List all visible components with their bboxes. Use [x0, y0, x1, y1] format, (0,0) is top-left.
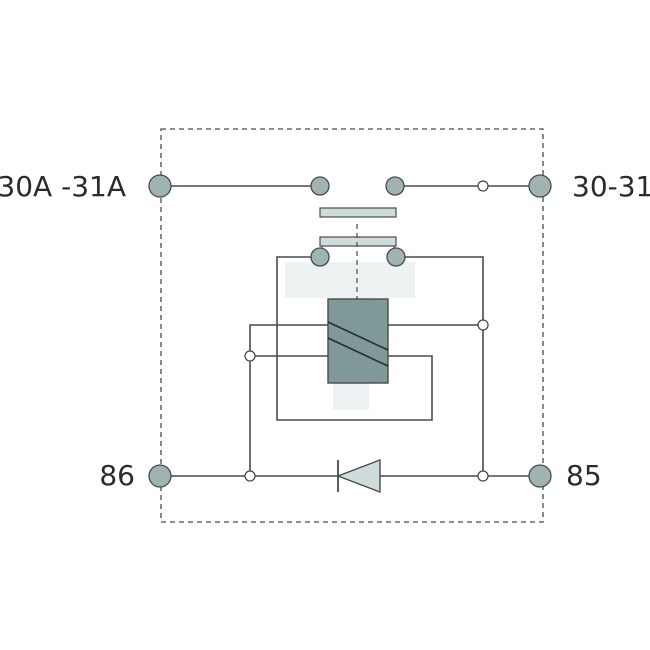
- label-30a-31a: 30A -31A: [0, 170, 126, 203]
- coil-loop-right: [396, 256, 484, 476]
- junction-node: [477, 470, 489, 482]
- terminal-85: [528, 464, 552, 488]
- junction-node: [244, 470, 256, 482]
- switch-contact-left: [310, 176, 330, 196]
- relay-coil-icon: [327, 298, 389, 384]
- coil-link-left: [249, 324, 328, 476]
- moving-contact-bar: [319, 207, 397, 218]
- junction-node: [477, 180, 489, 192]
- relay-housing-outline: [160, 128, 544, 523]
- lower-contact-left: [310, 247, 330, 267]
- lower-contact-bar: [319, 236, 397, 247]
- junction-node: [244, 350, 256, 362]
- lower-contact-right: [386, 247, 406, 267]
- coil-loop-outer: [276, 256, 433, 421]
- diode-icon: [336, 458, 381, 494]
- terminal-30-31: [528, 174, 552, 198]
- terminal-30a-31a: [148, 174, 172, 198]
- label-86: 86: [99, 459, 135, 492]
- junction-node: [477, 319, 489, 331]
- coil-winding-1: [327, 321, 389, 351]
- label-85: 85: [566, 459, 602, 492]
- label-30-31: 30-31: [572, 170, 650, 203]
- terminal-86: [148, 464, 172, 488]
- coil-winding-2: [327, 337, 389, 367]
- switch-contact-right: [385, 176, 405, 196]
